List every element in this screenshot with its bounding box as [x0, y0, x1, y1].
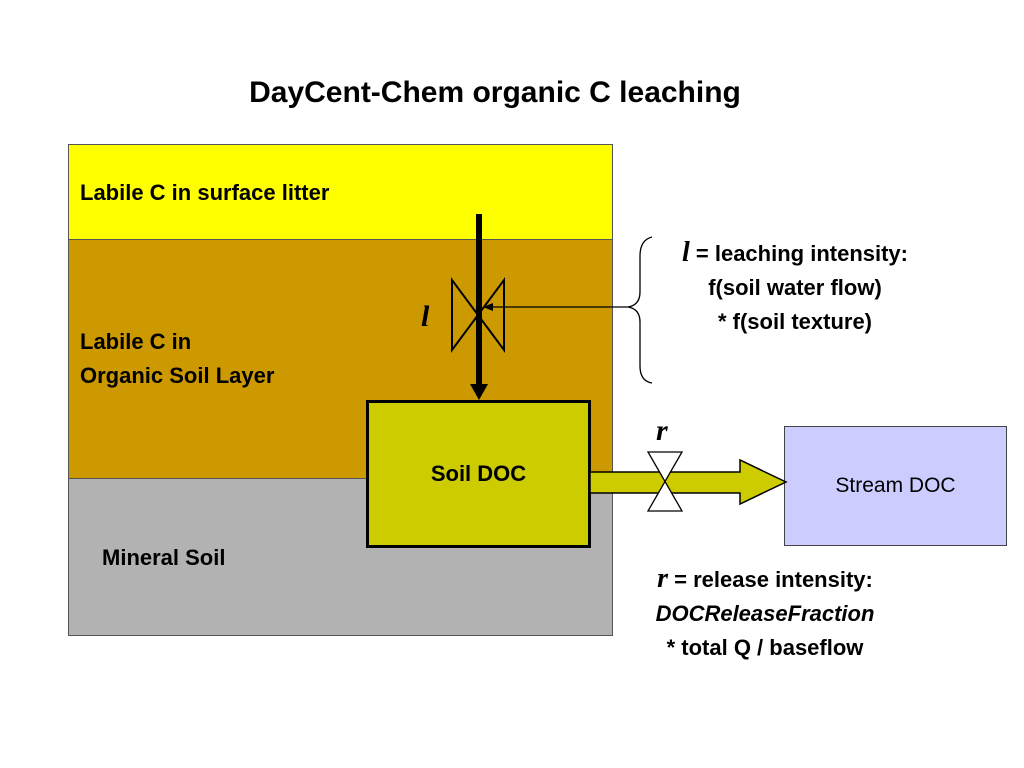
release-note-definition: = release intensity: [668, 567, 873, 592]
release-note-line3: * total Q / baseflow [666, 635, 864, 660]
soil-doc-label: Soil DOC [430, 461, 527, 486]
leaching-note-symbol: l [682, 237, 690, 268]
release-note-symbol: r [657, 563, 669, 594]
release-note-line2: DOCReleaseFraction [655, 601, 875, 626]
leaching-note-line1: l = leaching intensity: [630, 236, 960, 271]
release-symbol: r [656, 414, 668, 447]
leaching-note-definition: = leaching intensity: [689, 241, 908, 266]
release-valve-icon [646, 451, 684, 512]
release-note-line1: r = release intensity: [600, 562, 930, 597]
leaching-note-line3: * f(soil texture) [717, 309, 873, 334]
surface-litter-label: Labile C in surface litter [80, 180, 330, 205]
soil-doc-box: Soil DOC [366, 400, 591, 548]
diagram-title: DayCent-Chem organic C leaching [249, 76, 741, 109]
release-arrow [589, 458, 788, 506]
leaching-symbol: l [421, 300, 430, 333]
organic-layer-label: Labile C in Organic Soil Layer [80, 325, 274, 393]
stream-doc-box: Stream DOC [784, 426, 1007, 546]
surface-litter-layer [68, 144, 613, 240]
mineral-soil-label: Mineral Soil [102, 545, 226, 570]
leaching-note: l = leaching intensity: f(soil water flo… [630, 236, 960, 339]
stream-doc-label: Stream DOC [835, 474, 956, 497]
leaching-note-line2: f(soil water flow) [708, 275, 882, 300]
organic-layer-label-line2: Organic Soil Layer [80, 363, 275, 388]
organic-layer-label-line1: Labile C in [80, 329, 192, 354]
release-note: r = release intensity: DOCReleaseFractio… [600, 562, 930, 665]
